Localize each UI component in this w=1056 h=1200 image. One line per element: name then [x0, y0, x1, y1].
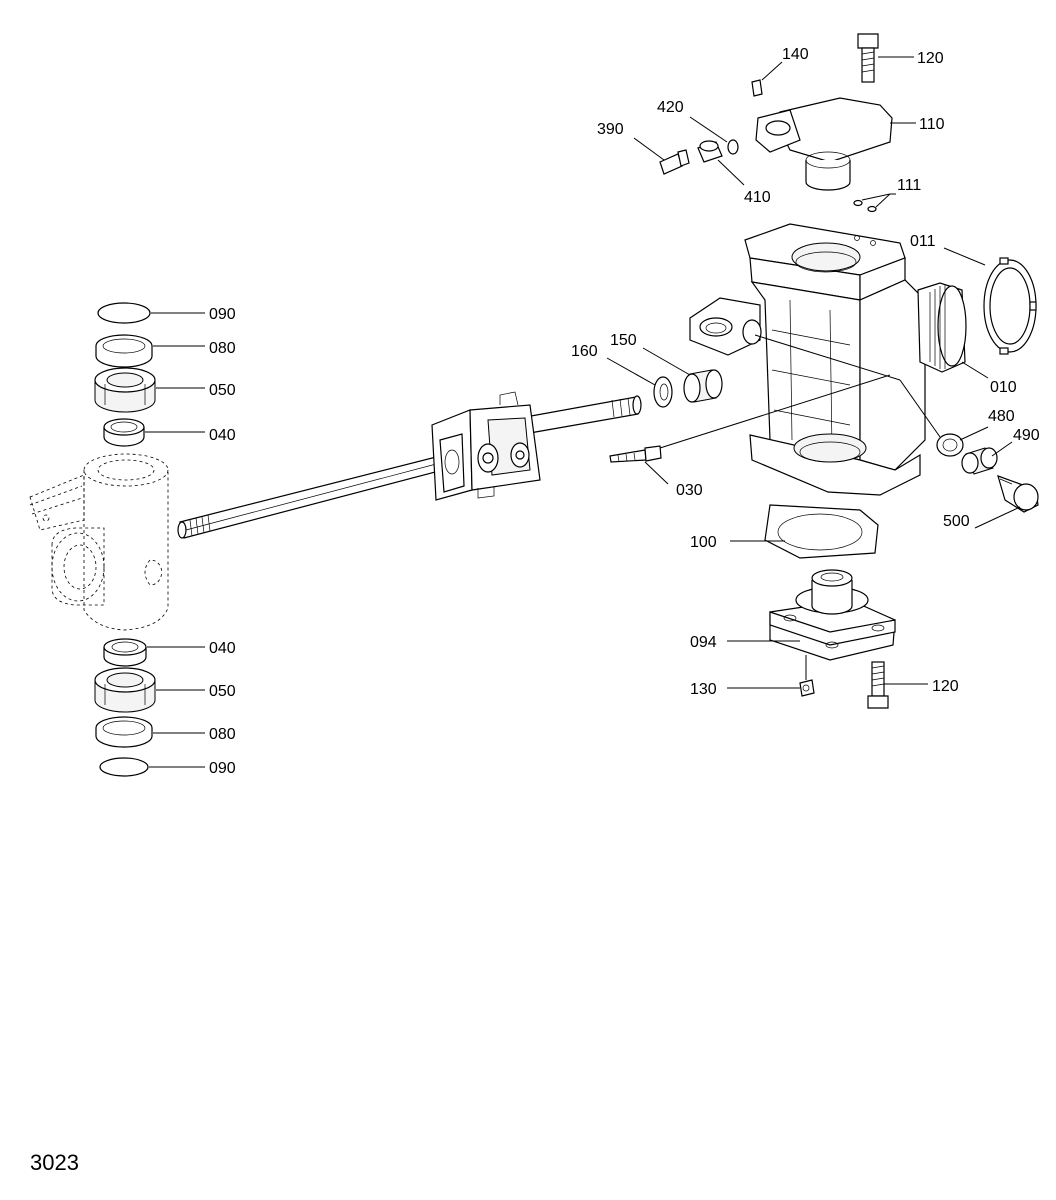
part-050-upper-bearing [94, 367, 156, 413]
part-420-o-ring [727, 139, 739, 155]
part-500-bolt [997, 475, 1039, 513]
callout-080-lower: 080 [209, 726, 236, 743]
callout-110: 110 [919, 116, 945, 133]
callout-040-upper: 040 [209, 427, 236, 444]
callout-420: 420 [657, 99, 684, 116]
part-110-cap [755, 97, 893, 191]
part-011-ring-nut [983, 257, 1037, 355]
part-090-lower-seal-ring [99, 757, 149, 777]
part-094-flange [769, 569, 896, 661]
callout-140: 140 [782, 46, 809, 63]
part-120-upper-bolt [857, 33, 879, 83]
axle-housing-left [29, 453, 169, 631]
part-390-plug [659, 149, 690, 175]
callout-090-upper: 090 [209, 306, 236, 323]
callout-labels: 140 120 420 390 110 410 111 011 090 080 … [209, 46, 1040, 777]
part-040-upper-cone [103, 418, 145, 447]
part-080-upper-cup [95, 334, 153, 368]
callout-160: 160 [571, 343, 598, 360]
callout-130: 130 [690, 681, 717, 698]
callout-410: 410 [744, 189, 771, 206]
part-490-bushing [961, 447, 998, 475]
callout-080-upper: 080 [209, 340, 236, 357]
callout-040-lower: 040 [209, 640, 236, 657]
leader-lines [145, 56, 1021, 768]
lower-bolt-thread [871, 665, 885, 687]
callout-490: 490 [1013, 427, 1040, 444]
callout-390: 390 [597, 121, 624, 138]
spindle-spline-teeth [929, 285, 946, 369]
part-160-washer [653, 376, 673, 408]
callout-480: 480 [988, 408, 1015, 425]
callout-094: 094 [690, 634, 717, 651]
callout-011: 011 [910, 233, 936, 250]
callout-500: 500 [943, 513, 970, 530]
part-090-upper-seal-ring [97, 302, 151, 324]
part-410-plug [697, 140, 723, 163]
part-480-washer [936, 433, 964, 457]
callout-111: 111 [897, 177, 921, 194]
part-140-screw [751, 79, 763, 97]
callout-100: 100 [690, 534, 717, 551]
shaft-spline-marks [189, 514, 211, 537]
callout-010: 010 [990, 379, 1017, 396]
callout-120-lower: 120 [932, 678, 959, 695]
part-100-gasket [764, 504, 879, 559]
part-130-grease-nipple [799, 679, 815, 697]
figure-number: 3023 [30, 1150, 79, 1175]
upper-bolt-thread [861, 51, 875, 73]
part-050-lower-bearing [94, 667, 156, 713]
part-010-knuckle-housing [689, 223, 967, 496]
callout-050-lower: 050 [209, 683, 236, 700]
part-150-bushing [683, 369, 723, 403]
drive-shaft-assembly [177, 391, 642, 539]
part-030-pin [609, 445, 662, 463]
callout-050-upper: 050 [209, 382, 236, 399]
part-040-lower-cone [103, 638, 147, 667]
part-120-lower-bolt [867, 661, 889, 709]
callout-090-lower: 090 [209, 760, 236, 777]
callout-150: 150 [610, 332, 637, 349]
callout-120-upper: 120 [917, 50, 944, 67]
part-080-lower-cup [95, 716, 153, 748]
callout-030: 030 [676, 482, 703, 499]
part-111-shims [853, 199, 877, 213]
